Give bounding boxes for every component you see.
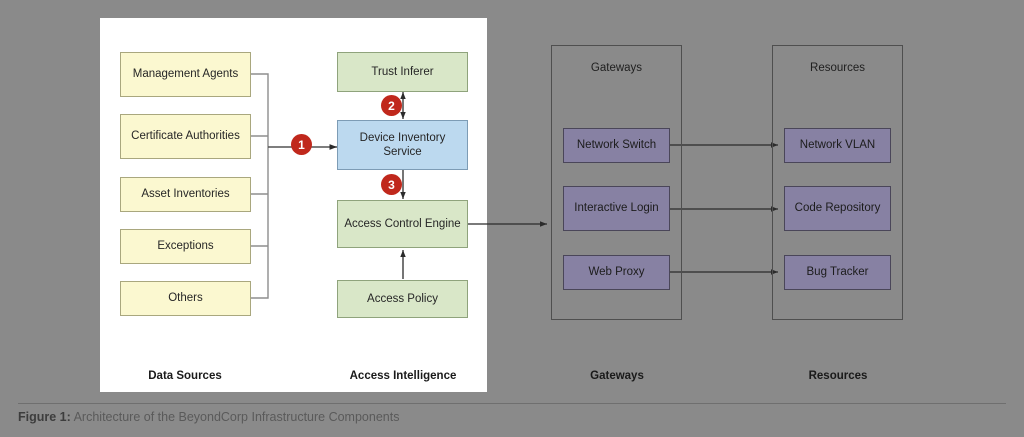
node-access-policy[interactable]: Access Policy	[337, 280, 468, 318]
step-badge-3: 3	[381, 174, 402, 195]
section-label-gateways: Gateways	[590, 370, 644, 382]
node-others[interactable]: Others	[120, 281, 251, 316]
group-frame-gateways: Gateways	[551, 45, 682, 320]
caption-divider	[18, 403, 1006, 404]
node-network-vlan[interactable]: Network VLAN	[784, 128, 891, 163]
section-label-access-intelligence: Access Intelligence	[349, 370, 457, 382]
step-badge-1: 1	[291, 134, 312, 155]
node-trust-inferer[interactable]: Trust Inferer	[337, 52, 468, 92]
node-device-inventory-service[interactable]: Device Inventory Service	[337, 120, 468, 170]
node-network-switch[interactable]: Network Switch	[563, 128, 670, 163]
node-asset-inventories[interactable]: Asset Inventories	[120, 177, 251, 212]
node-access-control-engine[interactable]: Access Control Engine	[337, 200, 468, 248]
figure-caption-label: Figure 1:	[18, 410, 71, 424]
node-code-repository[interactable]: Code Repository	[784, 186, 891, 231]
figure-caption-text: Architecture of the BeyondCorp Infrastru…	[73, 410, 400, 424]
node-certificate-authorities[interactable]: Certificate Authorities	[120, 114, 251, 159]
group-frame-gateways-title: Gateways	[590, 62, 643, 74]
section-label-data-sources: Data Sources	[148, 370, 222, 382]
node-web-proxy[interactable]: Web Proxy	[563, 255, 670, 290]
group-frame-resources-title: Resources	[810, 62, 865, 74]
step-badge-2: 2	[381, 95, 402, 116]
node-management-agents[interactable]: Management Agents	[120, 52, 251, 97]
node-bug-tracker[interactable]: Bug Tracker	[784, 255, 891, 290]
figure-caption: Figure 1: Architecture of the BeyondCorp…	[18, 410, 399, 424]
node-interactive-login[interactable]: Interactive Login	[563, 186, 670, 231]
group-frame-resources: Resources	[772, 45, 903, 320]
node-exceptions[interactable]: Exceptions	[120, 229, 251, 264]
section-label-resources: Resources	[808, 370, 868, 382]
